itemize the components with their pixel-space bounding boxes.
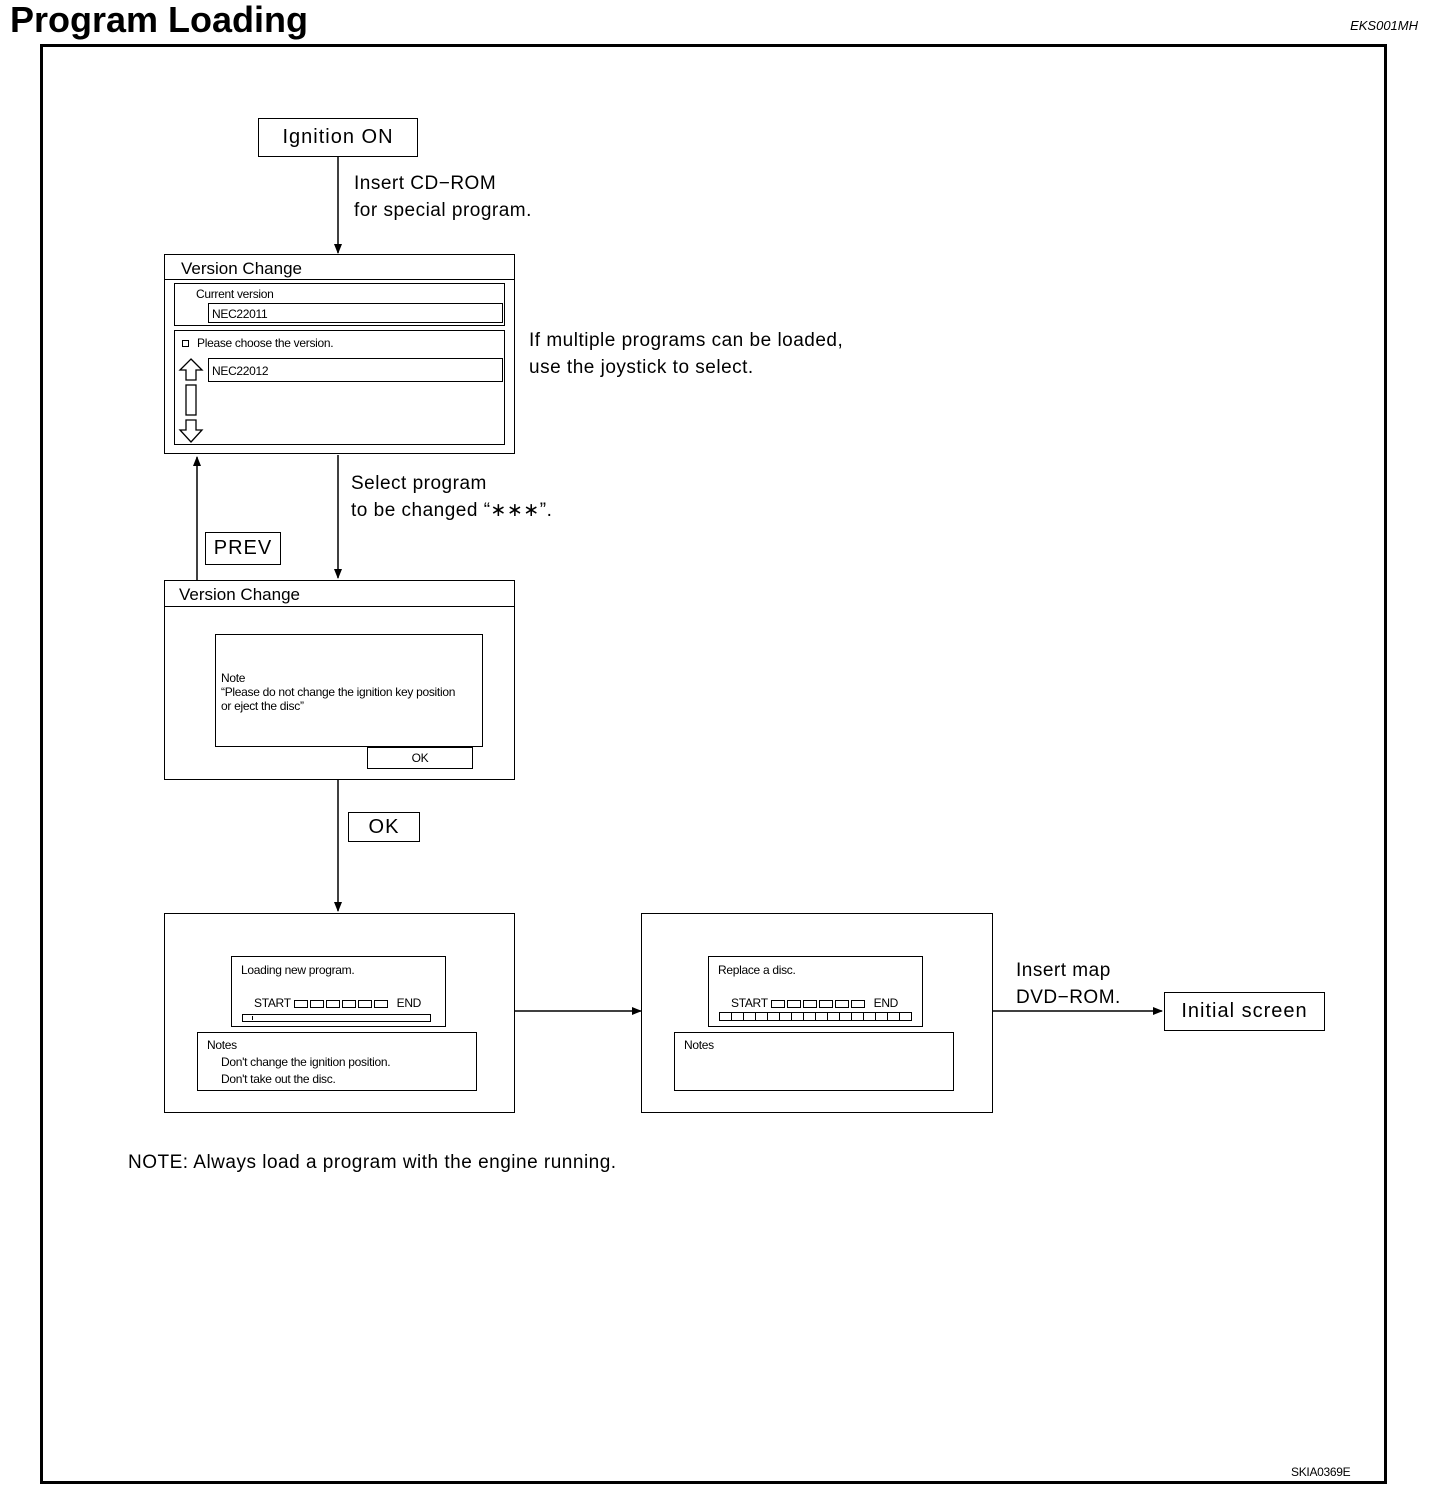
note-ok-button[interactable]: OK [367, 747, 473, 769]
start-label: START [254, 996, 291, 1010]
replace-progress-bar [719, 1012, 912, 1021]
select-line2: to be changed “∗∗∗”. [351, 500, 553, 521]
choose-version-label: Please choose the version. [197, 336, 334, 350]
end-label: END [396, 996, 422, 1010]
ok-button-label: OK [368, 815, 400, 838]
multiple-programs-note: If multiple programs can be loaded, use … [529, 327, 843, 381]
loading-notes-title: Notes [207, 1038, 237, 1052]
select-program-note: Select program to be changed “∗∗∗”. [351, 470, 552, 524]
prev-button-label: PREV [213, 537, 273, 559]
replace-notes-title: Notes [684, 1038, 714, 1052]
insert-cd-line2: for special program. [354, 200, 532, 221]
scroll-down-arrow-icon [178, 419, 204, 443]
replace-disc-screen: Replace a disc. START END Notes [641, 913, 993, 1113]
current-version-field: NEC22011 [208, 303, 503, 323]
figure-code: SKIA0369E [1291, 1465, 1351, 1479]
loading-progress-bar [242, 1014, 431, 1022]
note-dialog: Note “Please do not change the ignition … [215, 634, 483, 747]
version-change-screen-1: Version Change Current version NEC22011 … [164, 254, 515, 454]
loading-notes: Notes Don't change the ignition position… [197, 1032, 477, 1091]
insert-cd-line1: Insert CD−ROM [354, 173, 497, 194]
screen1-title-divider [165, 279, 514, 280]
end-label: END [873, 996, 899, 1010]
footer-note: NOTE: Always load a program with the eng… [128, 1152, 617, 1173]
insert-map-line2: DVD−ROM. [1016, 987, 1121, 1008]
version-change-screen-2: Version Change Note “Please do not chang… [164, 580, 515, 780]
ignition-on-label: Ignition ON [282, 126, 394, 148]
initial-screen-box: Initial screen [1164, 992, 1325, 1031]
loading-notes-line1: Don't change the ignition position. [221, 1055, 391, 1069]
screen1-title: Version Change [181, 259, 302, 278]
note-title: Note [221, 671, 246, 685]
replace-dialog: Replace a disc. START END [708, 956, 923, 1027]
note-line2: or eject the disc” [221, 699, 304, 713]
list-scrollbar[interactable] [178, 358, 204, 444]
choose-version-panel: Please choose the version. NEC22012 [174, 330, 505, 445]
replace-notes: Notes [674, 1032, 954, 1091]
loading-progress-scale: START END [254, 996, 421, 1010]
replace-progress-scale: START END [731, 996, 898, 1010]
diagram-frame [40, 44, 1387, 1484]
scroll-thumb [185, 384, 197, 416]
version-option-item[interactable]: NEC22012 [208, 358, 503, 382]
screen2-title-divider [165, 606, 514, 607]
page-title: Program Loading [10, 0, 309, 40]
insert-map-note: Insert map DVD−ROM. [1016, 957, 1121, 1011]
loading-label: Loading new program. [241, 963, 355, 977]
insert-map-line1: Insert map [1016, 960, 1111, 981]
replace-label: Replace a disc. [718, 963, 796, 977]
insert-cd-note: Insert CD−ROM for special program. [354, 170, 532, 224]
select-line1: Select program [351, 473, 487, 494]
current-version-label: Current version [196, 287, 274, 301]
loading-progress-fill [244, 1016, 253, 1020]
scroll-up-arrow-icon [178, 358, 204, 381]
current-version-panel: Current version NEC22011 [174, 283, 505, 326]
screen2-title: Version Change [179, 585, 300, 604]
bullet-icon [182, 340, 189, 347]
prev-button[interactable]: PREV [205, 532, 281, 565]
ignition-on-box: Ignition ON [258, 118, 418, 157]
initial-screen-label: Initial screen [1181, 1000, 1308, 1022]
multi-line1: If multiple programs can be loaded, [529, 330, 844, 351]
start-label: START [731, 996, 768, 1010]
multi-line2: use the joystick to select. [529, 357, 754, 378]
loading-screen: Loading new program. START END Notes Don… [164, 913, 515, 1113]
note-line1: “Please do not change the ignition key p… [221, 685, 456, 699]
document-code: EKS001MH [1350, 18, 1418, 33]
loading-dialog: Loading new program. START END [231, 956, 446, 1027]
loading-notes-line2: Don't take out the disc. [221, 1072, 336, 1086]
ok-button[interactable]: OK [348, 812, 420, 842]
